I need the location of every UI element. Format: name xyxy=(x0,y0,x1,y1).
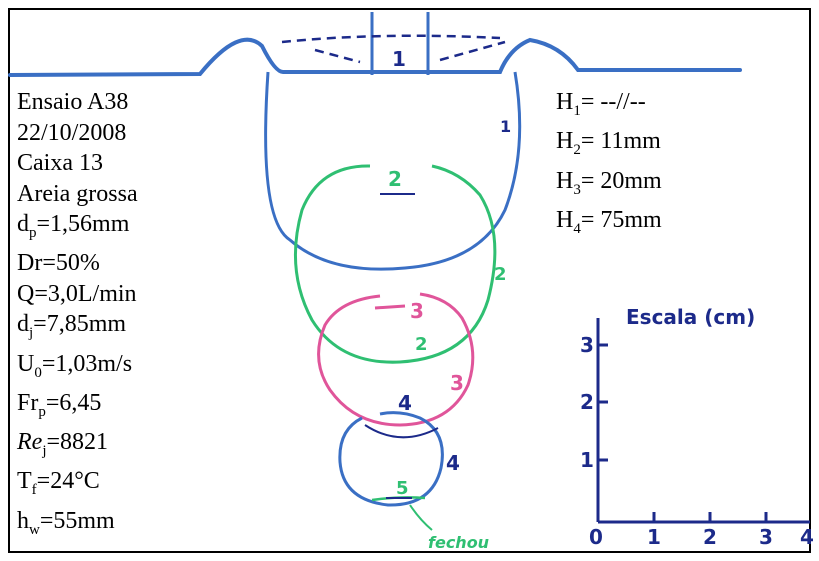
test-parameter-value: =55mm xyxy=(39,507,115,534)
scale-y-label-1: 1 xyxy=(580,448,594,472)
test-parameter-symbol: Fr xyxy=(17,389,39,416)
label-contour-2-bottom: 2 xyxy=(415,334,428,355)
test-parameter-5: Dr=50% xyxy=(17,248,138,279)
test-parameter-10: Rej=8821 xyxy=(17,427,138,466)
test-parameter-symbol: T xyxy=(17,468,32,495)
contour-1 xyxy=(264,71,522,271)
test-parameter-subscript: f xyxy=(31,482,37,499)
test-parameter-symbol: Areia grossa xyxy=(17,180,138,207)
test-parameter-symbol: Dr=50% xyxy=(17,250,100,277)
test-parameter-symbol: d xyxy=(17,311,29,338)
test-parameter-8: U0=1,03m/s xyxy=(17,349,138,388)
contour-4 xyxy=(338,411,444,507)
test-parameter-value: =1,03m/s xyxy=(41,350,133,377)
label-contour-2-side: 2 xyxy=(494,264,507,285)
test-parameter-2: Caixa 13 xyxy=(17,148,138,179)
test-parameter-symbol: 22/10/2008 xyxy=(17,119,127,146)
test-parameter-symbol: d xyxy=(17,211,29,237)
layer-height-0: H1= --//-- xyxy=(556,87,662,126)
figure-frame xyxy=(8,8,811,553)
test-parameter-subscript: j xyxy=(29,325,34,342)
label-contour-3-side: 3 xyxy=(450,371,464,395)
layer-height-3: H4= 75mm xyxy=(556,205,662,244)
label-contour-3-top: 3 xyxy=(410,299,424,323)
scale-x-label-1: 1 xyxy=(647,525,661,549)
label-contour-5: 5 xyxy=(396,478,409,499)
test-parameter-value: =24°C xyxy=(36,468,100,495)
contour-3 xyxy=(317,292,475,427)
test-parameter-subscript: w xyxy=(29,521,40,538)
test-parameter-0: Ensaio A38 xyxy=(17,87,138,118)
layer-height-symbol: H xyxy=(556,167,574,194)
test-parameter-symbol: Ensaio A38 xyxy=(17,89,129,115)
label-contour-4-side: 4 xyxy=(446,451,460,475)
scale-y-label-2: 2 xyxy=(580,390,594,414)
scale-x-label-4: 4 xyxy=(800,525,814,549)
test-parameter-symbol: Q=3,0L/min xyxy=(17,280,137,307)
label-contour-2-top: 2 xyxy=(388,167,402,191)
contour-2 xyxy=(293,164,497,364)
test-parameter-1: 22/10/2008 xyxy=(17,118,138,149)
crater-dashed-top xyxy=(281,34,501,44)
label-closed-note: fechou xyxy=(428,533,489,552)
layer-height-symbol: H xyxy=(556,89,574,115)
test-parameter-subscript: 0 xyxy=(34,364,42,381)
test-parameter-value: =6,45 xyxy=(45,389,102,416)
scale-y-label-3: 3 xyxy=(580,333,594,357)
scale-x-label-3: 3 xyxy=(759,525,773,549)
test-parameter-11: Tf=24°C xyxy=(17,466,138,505)
test-parameter-3: Areia grossa xyxy=(17,179,138,210)
label-contour-1-side: 1 xyxy=(500,117,511,136)
test-parameter-12: hw=55mm xyxy=(17,506,138,545)
sand-surface-line xyxy=(8,37,742,77)
layer-height-subscript: 3 xyxy=(573,181,581,198)
test-parameter-subscript: p xyxy=(29,224,37,241)
test-parameter-symbol: Re xyxy=(17,429,43,456)
layer-height-symbol: H xyxy=(556,206,574,233)
test-parameter-value: =1,56mm xyxy=(36,211,130,237)
contour-4-inner-arc xyxy=(364,424,439,439)
scale-title: Escala (cm) xyxy=(626,305,755,329)
crater-dashed-right xyxy=(439,40,506,62)
layer-height-value: = 75mm xyxy=(580,206,662,233)
label-contour-4-top: 4 xyxy=(398,391,412,415)
layer-height-2: H3= 20mm xyxy=(556,166,662,205)
test-parameter-symbol: U xyxy=(17,350,35,377)
test-parameter-6: Q=3,0L/min xyxy=(17,279,138,310)
layer-height-value: = --//-- xyxy=(580,89,646,115)
label-contour-1-top: 1 xyxy=(392,47,406,71)
test-parameter-subscript: p xyxy=(38,403,46,420)
scale-x-label-0: 0 xyxy=(589,525,603,549)
crater-dashed-left xyxy=(314,48,361,64)
layer-height-value: = 11mm xyxy=(580,128,661,155)
layer-height-symbol: H xyxy=(556,128,574,155)
layer-height-value: = 20mm xyxy=(580,167,662,194)
scale-x-label-2: 2 xyxy=(703,525,717,549)
layer-height-1: H2= 11mm xyxy=(556,126,662,165)
test-parameter-7: dj=7,85mm xyxy=(17,309,138,348)
test-parameter-symbol: Caixa 13 xyxy=(17,150,103,176)
test-parameter-value: =7,85mm xyxy=(33,311,127,338)
test-parameter-4: dp=1,56mm xyxy=(17,209,138,248)
test-parameter-9: Frp=6,45 xyxy=(17,388,138,427)
closed-pointer xyxy=(409,504,433,531)
test-parameter-symbol: h xyxy=(17,507,29,534)
layer-height-subscript: 1 xyxy=(573,102,581,119)
layer-height-subscript: 4 xyxy=(573,220,581,237)
layer-height-subscript: 2 xyxy=(573,142,581,159)
label-contour-3-dash xyxy=(374,304,406,310)
test-parameter-value: =8821 xyxy=(46,429,109,456)
test-parameter-subscript: j xyxy=(42,442,47,459)
